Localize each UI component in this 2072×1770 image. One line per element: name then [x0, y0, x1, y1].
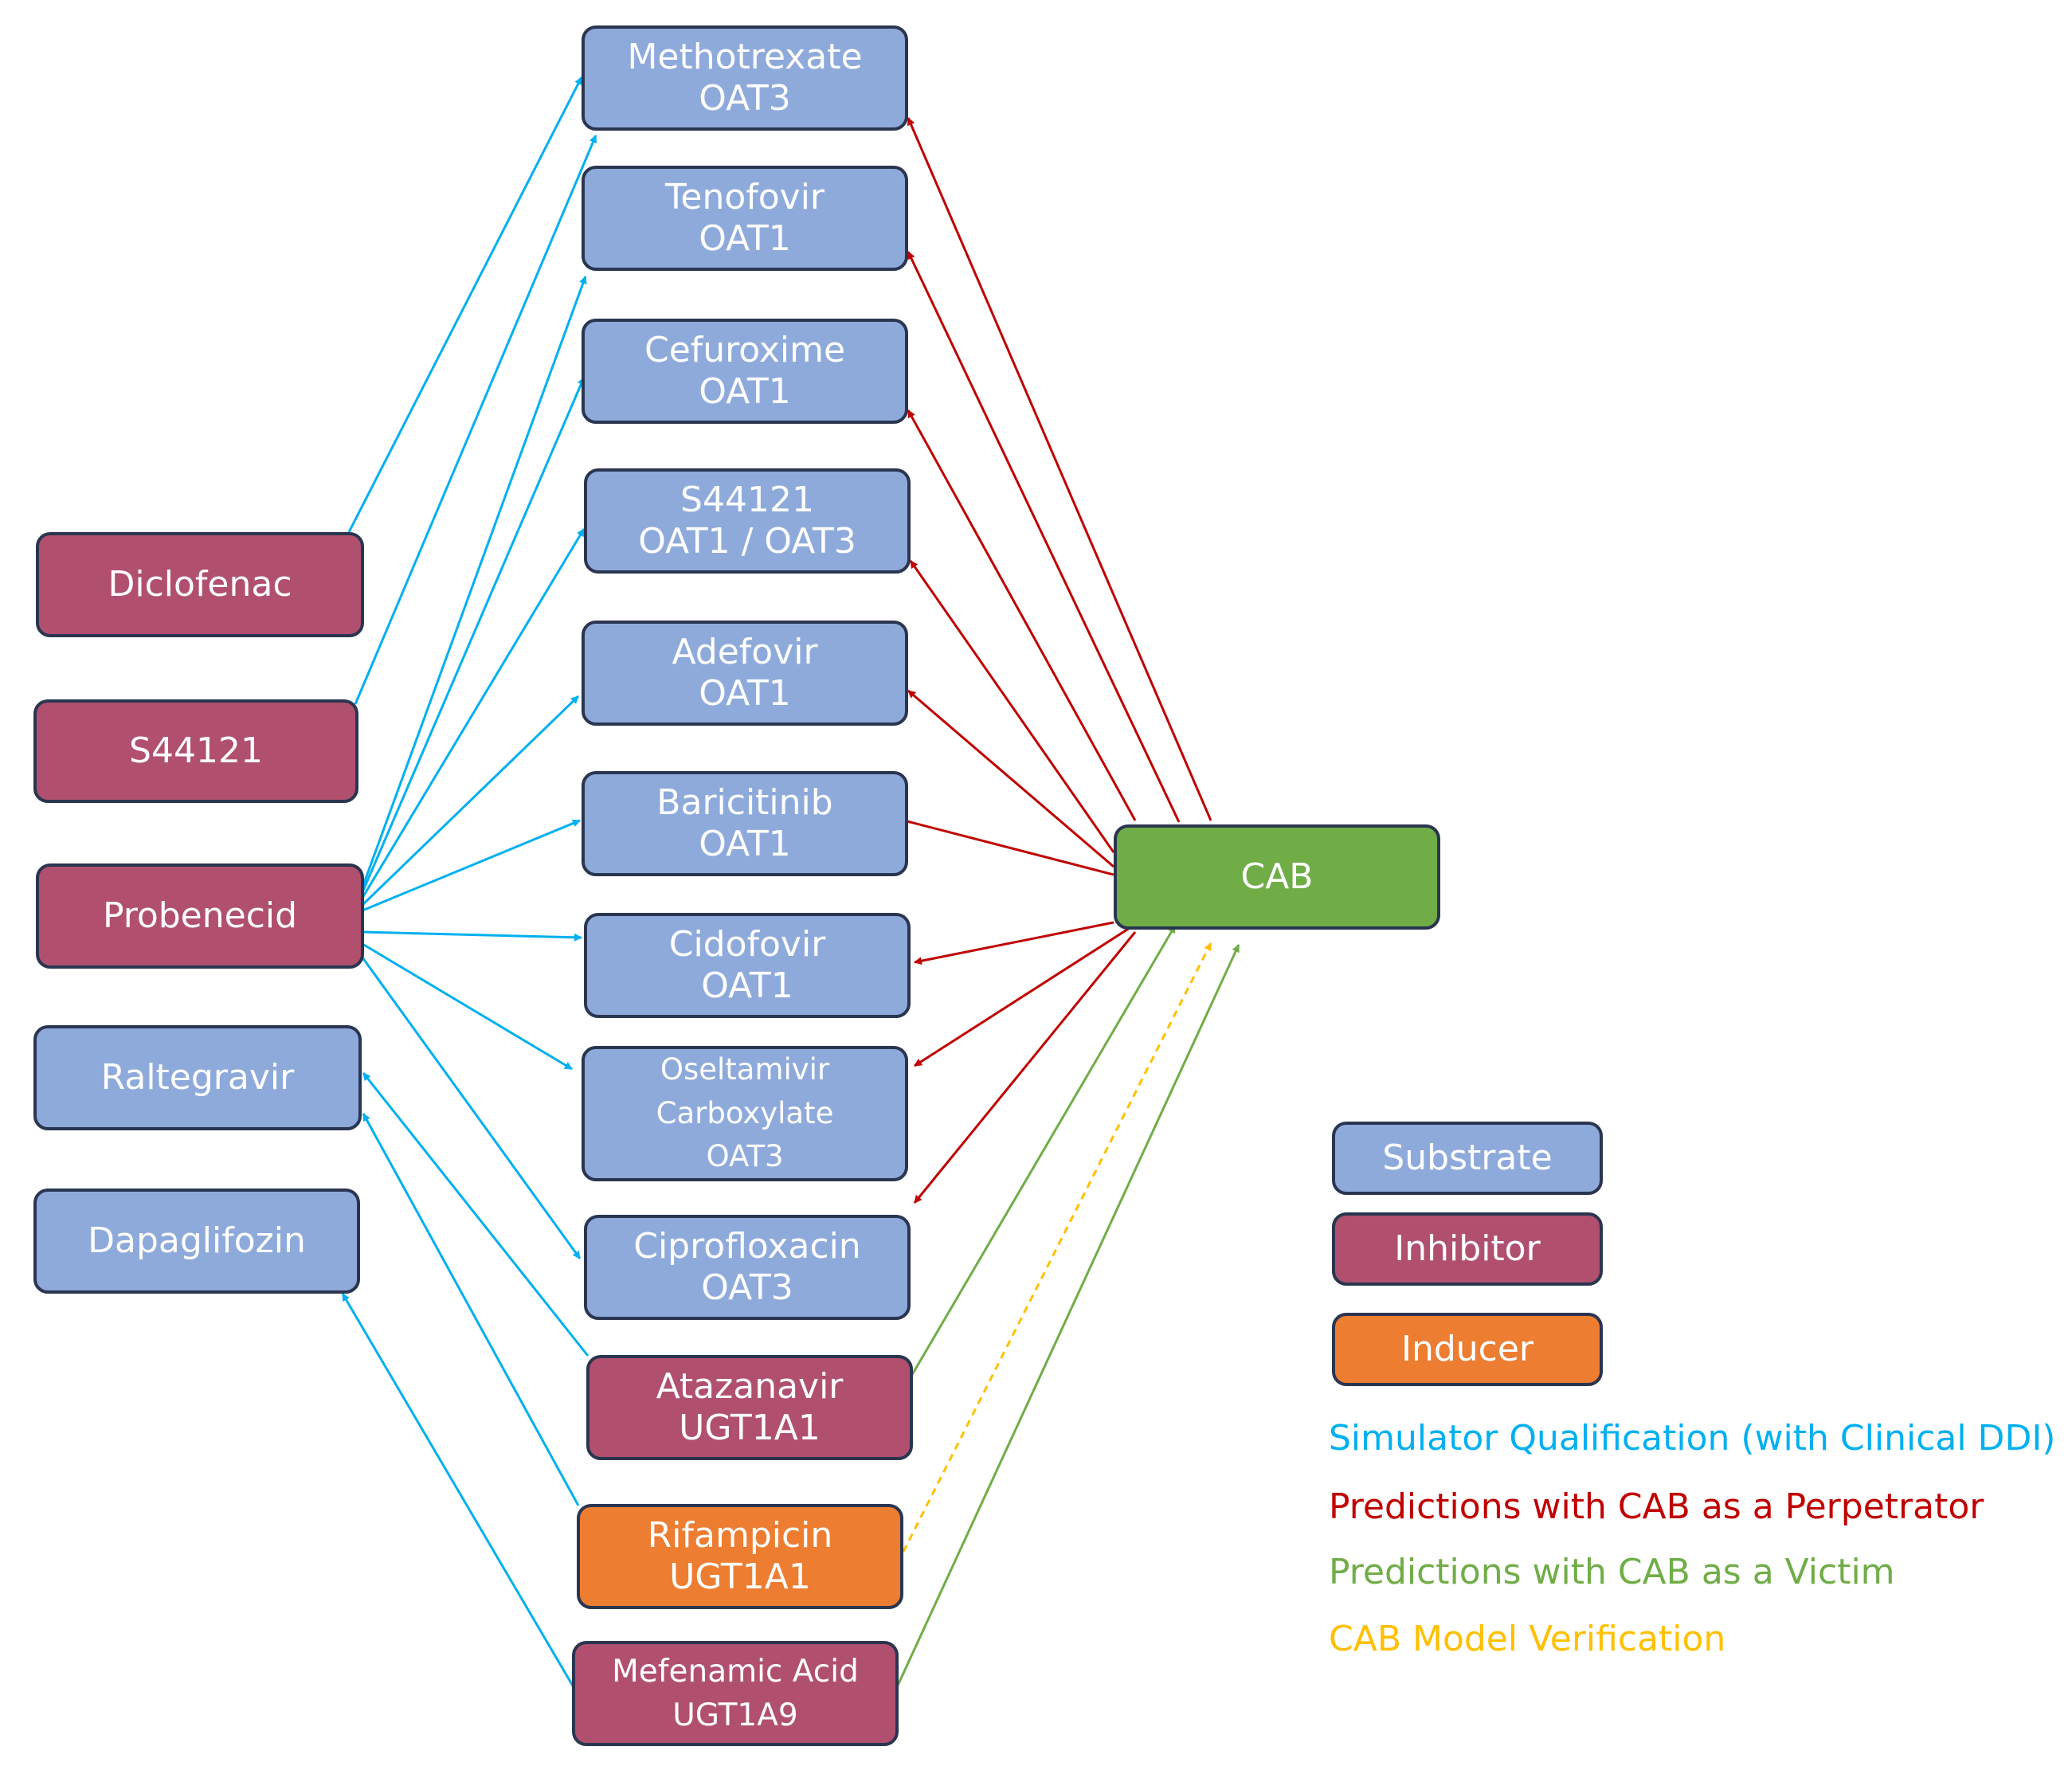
legend-victim-text: Predictions with CAB as a Victim: [1329, 1552, 1895, 1592]
arrow-perpetrator-cab-to-oseltamivir: [914, 926, 1130, 1067]
node-dapaglifozin-name: Dapaglifozin: [88, 1220, 306, 1262]
arrow-qualification-probenecid-to-cefuroxime: [361, 377, 586, 893]
arrow-qualification-probenecid-to-adefovir: [361, 695, 580, 907]
arrow-victim-atazanavir-to-cab: [900, 925, 1177, 1393]
node-adefovir: Adefovir OAT1: [582, 621, 908, 726]
node-tenofovir-name: Tenofovir: [664, 177, 825, 218]
node-mefenamic-acid: Mefenamic Acid UGT1A9: [572, 1641, 899, 1746]
node-oseltamivir-carboxylate: Oseltamivir Carboxylate OAT3: [582, 1046, 908, 1181]
arrow-qualification-probenecid-to-ciprofloxacin: [361, 957, 582, 1259]
arrow-qualification-probenecid-to-oseltamivir: [362, 942, 573, 1071]
arrow-qualification-diclofenac-to-methotrexate: [347, 76, 583, 533]
legend-perpetrator-text: Predictions with CAB as a Perpetrator: [1329, 1486, 1984, 1527]
node-atazanavir-enzyme: UGT1A1: [679, 1408, 821, 1448]
node-adefovir-name: Adefovir: [672, 632, 818, 673]
node-cefuroxime-name: Cefuroxime: [644, 330, 846, 371]
node-ciprofloxacin-transporter: OAT3: [701, 1267, 793, 1308]
node-s44121-inhibitor: S44121: [33, 699, 358, 803]
node-dapaglifozin: Dapaglifozin: [33, 1188, 360, 1294]
arrow-qualification-s44121_inh-to-methotrexate: [354, 135, 597, 705]
legend-substrate-box: Substrate: [1332, 1122, 1603, 1195]
node-rifampicin-enzyme: UGT1A1: [669, 1557, 811, 1597]
node-rifampicin-name: Rifampicin: [647, 1515, 833, 1557]
arrow-qualification-probenecid-to-tenofovir: [361, 276, 587, 888]
node-oseltamivir-transporter: OAT3: [706, 1139, 784, 1174]
node-mefenamic-enzyme: UGT1A9: [672, 1698, 798, 1733]
node-rifampicin: Rifampicin UGT1A1: [577, 1504, 903, 1609]
node-s44121-substrate-transporter: OAT1 / OAT3: [638, 521, 856, 562]
node-s44121-substrate-name: S44121: [680, 480, 814, 521]
arrow-qualification-rifampicin-to-raltegravir: [362, 1113, 580, 1506]
node-methotrexate-name: Methotrexate: [627, 37, 863, 78]
node-cab: CAB: [1114, 824, 1440, 930]
arrow-qualification-probenecid-to-cidofovir: [362, 930, 582, 942]
node-atazanavir-name: Atazanavir: [656, 1366, 844, 1408]
node-atazanavir: Atazanavir UGT1A1: [586, 1355, 913, 1460]
node-cidofovir-name: Cidofovir: [668, 924, 826, 965]
legend-inducer-box: Inducer: [1332, 1313, 1603, 1386]
node-cidofovir: Cidofovir OAT1: [584, 913, 911, 1018]
node-methotrexate: Methotrexate OAT3: [582, 25, 908, 131]
node-ciprofloxacin-name: Ciprofloxacin: [633, 1226, 861, 1267]
arrow-qualification-probenecid-to-s44121_sub: [361, 528, 586, 899]
node-cidofovir-transporter: OAT1: [701, 965, 793, 1006]
node-baricitinib-name: Baricitinib: [656, 782, 833, 824]
node-methotrexate-transporter: OAT3: [699, 78, 791, 119]
node-probenecid-name: Probenecid: [102, 895, 298, 937]
legend-inhibitor-box: Inhibitor: [1332, 1212, 1603, 1286]
node-tenofovir-transporter: OAT1: [699, 218, 791, 259]
node-s44121-inhibitor-name: S44121: [129, 730, 263, 772]
node-baricitinib: Baricitinib OAT1: [582, 771, 908, 876]
legend-substrate-label: Substrate: [1382, 1138, 1553, 1179]
node-raltegravir: Raltegravir: [33, 1025, 362, 1130]
node-diclofenac: Diclofenac: [36, 532, 364, 637]
arrow-perpetrator-cab-to-cidofovir: [914, 921, 1114, 965]
node-oseltamivir-name: Oseltamivir: [660, 1051, 830, 1087]
arrow-perpetrator-cab-to-methotrexate: [907, 117, 1212, 821]
arrow-perpetrator-cab-to-tenofovir: [907, 251, 1181, 823]
node-baricitinib-transporter: OAT1: [699, 824, 791, 864]
node-ciprofloxacin: Ciprofloxacin OAT3: [584, 1215, 911, 1320]
arrow-qualification-probenecid-to-baricitinib: [362, 819, 581, 912]
node-cab-name: CAB: [1240, 856, 1314, 898]
node-diclofenac-name: Diclofenac: [108, 564, 292, 605]
arrow-qualification-atazanavir-to-raltegravir: [362, 1072, 589, 1357]
node-s44121-substrate: S44121 OAT1 / OAT3: [584, 468, 911, 574]
legend-qualification-text: Simulator Qualification (with Clinical D…: [1329, 1418, 2056, 1459]
legend-inducer-label: Inducer: [1400, 1329, 1534, 1370]
legend-inhibitor-label: Inhibitor: [1394, 1228, 1541, 1270]
arrow-perpetrator-cab-to-ciprofloxacin: [913, 931, 1137, 1204]
node-probenecid: Probenecid: [36, 863, 364, 969]
node-tenofovir: Tenofovir OAT1: [582, 166, 908, 271]
node-adefovir-transporter: OAT1: [699, 673, 791, 714]
arrow-perpetrator-cab-to-s44121_sub: [909, 560, 1115, 853]
node-raltegravir-name: Raltegravir: [100, 1057, 295, 1098]
arrow-qualification-mefenamic-to-dapaglifozin: [341, 1293, 575, 1688]
arrow-verification-rifampicin-to-cab: [902, 942, 1212, 1553]
arrow-perpetrator-cab-to-cefuroxime: [907, 409, 1137, 821]
node-cefuroxime-transporter: OAT1: [699, 371, 791, 412]
arrow-victim-mefenamic-to-cab: [895, 944, 1240, 1688]
node-oseltamivir-name-2: Carboxylate: [656, 1095, 834, 1130]
arrow-perpetrator-cab-to-adefovir: [907, 689, 1114, 868]
legend-verification-text: CAB Model Verification: [1329, 1619, 1726, 1659]
node-mefenamic-name: Mefenamic Acid: [612, 1653, 859, 1690]
arrow-perpetrator-cab-to-baricitinib: [897, 816, 1114, 876]
node-cefuroxime: Cefuroxime OAT1: [582, 319, 908, 424]
